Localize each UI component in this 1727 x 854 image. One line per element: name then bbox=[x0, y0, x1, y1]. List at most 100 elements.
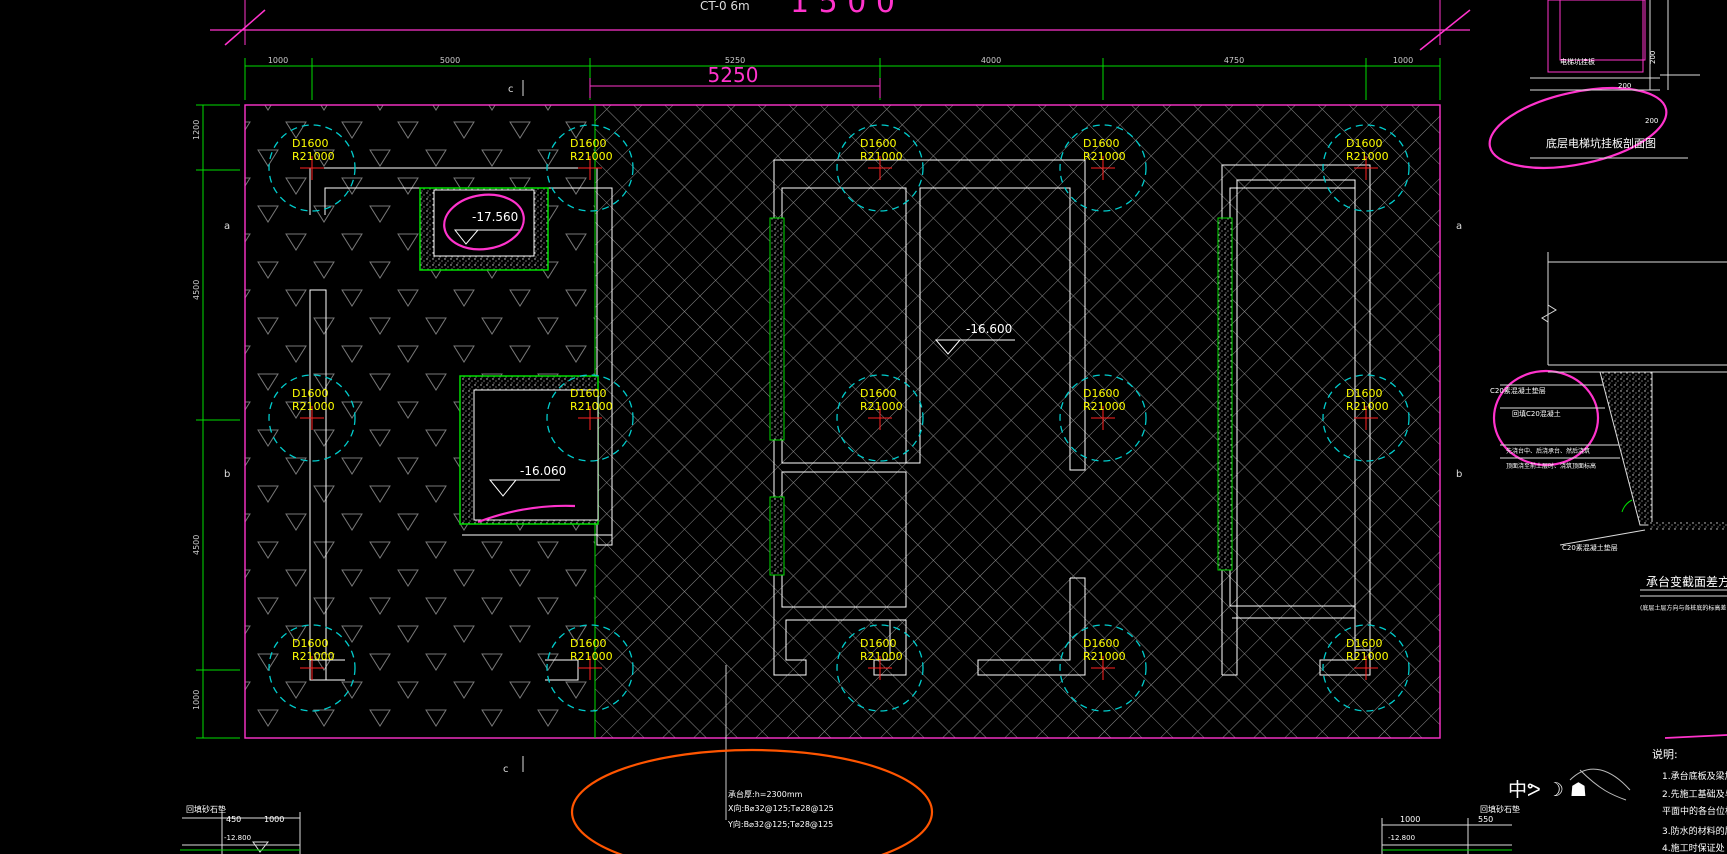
pile-label-dia: D1600 bbox=[292, 387, 328, 400]
note-3: 3.防水的材料的属于各 bbox=[1662, 825, 1727, 837]
pile-label-dia: D1600 bbox=[1083, 637, 1119, 650]
right-detail-panel: 电梯坑挂板 200 200 200 底层电梯坑挂板剖面图 C20素混凝土垫层 回… bbox=[1490, 0, 1727, 854]
dim-top-4: 4750 bbox=[1224, 56, 1244, 65]
elevation-marker-3: -16.600 bbox=[934, 322, 1015, 355]
title-top: CT-0 6m bbox=[700, 0, 750, 13]
note-1: 2.先施工基础及与地坪 bbox=[1662, 788, 1727, 800]
pile-label-r: R21000 bbox=[570, 400, 613, 413]
orange-markup bbox=[570, 748, 934, 854]
pile-label-r: R21000 bbox=[860, 150, 903, 163]
top-dimension-chain: 1000 5000 5250 4000 4750 1000 5250 c bbox=[244, 56, 1441, 100]
pile-circle bbox=[1059, 374, 1147, 462]
pile-label-r: R21000 bbox=[1083, 400, 1126, 413]
pile-label-r: R21000 bbox=[292, 650, 335, 663]
axis-a-right: a bbox=[1456, 221, 1462, 232]
pile-label-dia: D1600 bbox=[1083, 137, 1119, 150]
rp-c20b: 回填C20混凝土 bbox=[1512, 409, 1561, 418]
elevation-markers: -17.560 -16.060 -16.600 bbox=[453, 210, 1015, 497]
pile-label-dia: D1600 bbox=[860, 387, 896, 400]
pile-circle bbox=[268, 374, 356, 462]
dim-left-1: 4500 bbox=[192, 280, 201, 300]
dim-top-2: 5250 bbox=[725, 56, 745, 65]
magenta-markups bbox=[443, 87, 1727, 739]
br-elev: -12.800 bbox=[1388, 834, 1415, 842]
center-note: 承台厚:h=2300mm X向:B⌀32@125;T⌀28@125 Y向:B⌀3… bbox=[727, 789, 834, 829]
pile-label-r: R21000 bbox=[570, 650, 613, 663]
pile-cap-plan[interactable]: c bbox=[244, 104, 1441, 820]
pile-label-r: R21000 bbox=[1083, 150, 1126, 163]
pile-circle bbox=[546, 374, 634, 462]
rp-caption2-sub: (底层土层方向与各桩底的标高差) bbox=[1640, 604, 1727, 612]
pit-2[interactable] bbox=[459, 375, 612, 536]
bl-elev: -12.800 bbox=[224, 834, 251, 842]
pile-circle bbox=[1059, 624, 1147, 712]
rp-note-b: 顶面浇至前土层时、浇筑顶面标高 bbox=[1506, 462, 1596, 470]
rp-note-a: 先浇台中、后浇承台、然后浇筑 bbox=[1506, 447, 1590, 455]
dim-left-3: 1000 bbox=[192, 690, 201, 710]
axis-a-left: a bbox=[224, 221, 230, 232]
notes-header: 说明: bbox=[1652, 747, 1678, 761]
bl-d2: 1000 bbox=[264, 815, 284, 824]
center-note-0: 承台厚:h=2300mm bbox=[728, 789, 803, 799]
pile-label-dia: D1600 bbox=[570, 387, 606, 400]
right-pit[interactable] bbox=[1221, 164, 1371, 676]
pile-label-r: R21000 bbox=[860, 400, 903, 413]
pile-circle bbox=[1322, 624, 1410, 712]
note-4: 4.施工时保证处 bbox=[1662, 842, 1725, 854]
pile-circle bbox=[1059, 124, 1147, 212]
rp-c20c: C20素混凝土垫层 bbox=[1562, 543, 1618, 552]
axis-b-right: b bbox=[1456, 469, 1462, 480]
left-dimension-chain: 1200 4500 4500 1000 a b a b bbox=[192, 104, 1462, 739]
note-0: 1.承台底板及梁加筋 bbox=[1662, 770, 1727, 782]
pit-1[interactable] bbox=[419, 187, 549, 271]
pile-label-r: R21000 bbox=[1083, 650, 1126, 663]
bl-d1: 450 bbox=[226, 815, 241, 824]
rp-dim2: 200 bbox=[1649, 51, 1657, 64]
pile-label-r: R21000 bbox=[292, 150, 335, 163]
bottom-right-detail: 回填砂石垫 1000 550 -12.800 bbox=[1381, 804, 1520, 854]
br-d1: 1000 bbox=[1400, 815, 1420, 824]
axis-b-left: b bbox=[224, 469, 230, 480]
elevation-marker-1: -17.560 bbox=[453, 210, 520, 245]
top-frame: CT-0 6m 1 5 0 0 bbox=[210, 0, 1471, 51]
br-d2: 550 bbox=[1478, 815, 1493, 824]
pile-label-dia: D1600 bbox=[1346, 137, 1382, 150]
pile-label-r: R21000 bbox=[1346, 150, 1389, 163]
pile-label-r: R21000 bbox=[860, 650, 903, 663]
note-2: 平面中的各台位标 bbox=[1662, 805, 1727, 817]
elevation-1: -17.560 bbox=[472, 210, 518, 224]
watermark: 中ᕗ ☽ ☗ bbox=[1508, 779, 1587, 801]
dim-top-1: 5000 bbox=[440, 56, 460, 65]
bl-label: 回填砂石垫 bbox=[186, 804, 226, 814]
center-note-1: X向:B⌀32@125;T⌀28@125 bbox=[728, 803, 834, 813]
pile-circle bbox=[1322, 124, 1410, 212]
pile-label-r: R21000 bbox=[1346, 400, 1389, 413]
pile-label-dia: D1600 bbox=[1083, 387, 1119, 400]
pile-label-r: R21000 bbox=[292, 400, 335, 413]
rp-caption1: 底层电梯坑挂板剖面图 bbox=[1546, 136, 1656, 150]
elevation-3: -16.600 bbox=[966, 322, 1012, 336]
rp-caption2: 承台变截面差方 bbox=[1646, 574, 1727, 589]
bottom-left-detail: 回填砂石垫 450 1000 -12.800 bbox=[180, 804, 301, 854]
dim-top-3: 4000 bbox=[981, 56, 1001, 65]
big-dim-ghost: 1 5 0 0 bbox=[790, 0, 895, 20]
pile-label-r: R21000 bbox=[570, 150, 613, 163]
elevation-marker-2: -16.060 bbox=[488, 464, 566, 497]
dim-top-5: 1000 bbox=[1393, 56, 1413, 65]
